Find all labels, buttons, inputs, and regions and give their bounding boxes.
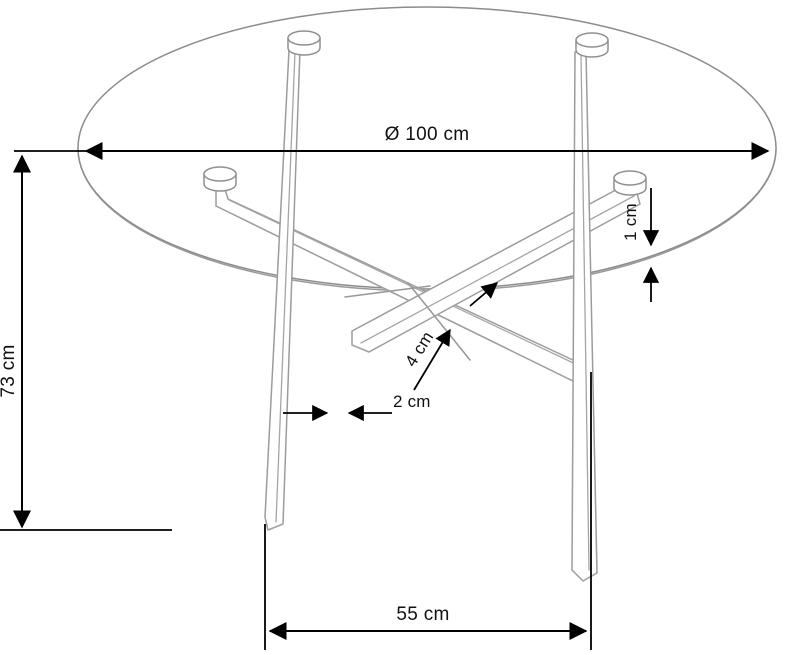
leg-front-right-foot xyxy=(582,572,598,582)
glass-table-top xyxy=(77,6,777,292)
leg-cap-front-left-top xyxy=(287,30,321,46)
leg-width-label: 2 cm xyxy=(393,392,431,411)
base-width-label: 55 cm xyxy=(396,604,449,625)
leg-cap-front-left xyxy=(287,30,321,56)
leg-front-left-crease xyxy=(275,51,296,523)
dimension-base-width: 55 cm xyxy=(264,372,592,650)
leg-cap-back-left-top xyxy=(203,166,237,182)
leg-cap-back-right xyxy=(613,170,647,196)
leg-depth-line-upper xyxy=(469,282,499,307)
dimension-leg-width: 2 cm xyxy=(283,392,431,422)
leg-front-right-crease xyxy=(580,53,590,571)
diameter-label: Ø 100 cm xyxy=(385,124,470,145)
glass-top-ellipse xyxy=(77,6,777,290)
leg-cap-back-left xyxy=(203,166,237,192)
leg-cap-back-right-top xyxy=(613,170,647,186)
dimension-diameter: Ø 100 cm xyxy=(84,124,770,160)
leg-depth-label: 4 cm xyxy=(401,328,437,370)
brace-center-spine xyxy=(407,282,471,361)
leg-front-left-foot xyxy=(267,523,284,531)
dimension-height: 73 cm xyxy=(0,150,172,531)
leg-cap-front-right xyxy=(575,32,609,58)
leg-back-right-tip-face xyxy=(351,344,370,353)
brace-upper-left xyxy=(344,285,431,298)
leg-front-left xyxy=(264,49,301,531)
dimension-glass-thickness: 1 cm xyxy=(621,188,660,302)
leg-cap-front-right-top xyxy=(575,32,609,48)
leg-cross-braces xyxy=(344,282,471,361)
height-label: 73 cm xyxy=(0,344,19,397)
glass-thickness-label: 1 cm xyxy=(621,203,640,241)
leg-depth-line-lower xyxy=(413,328,451,391)
